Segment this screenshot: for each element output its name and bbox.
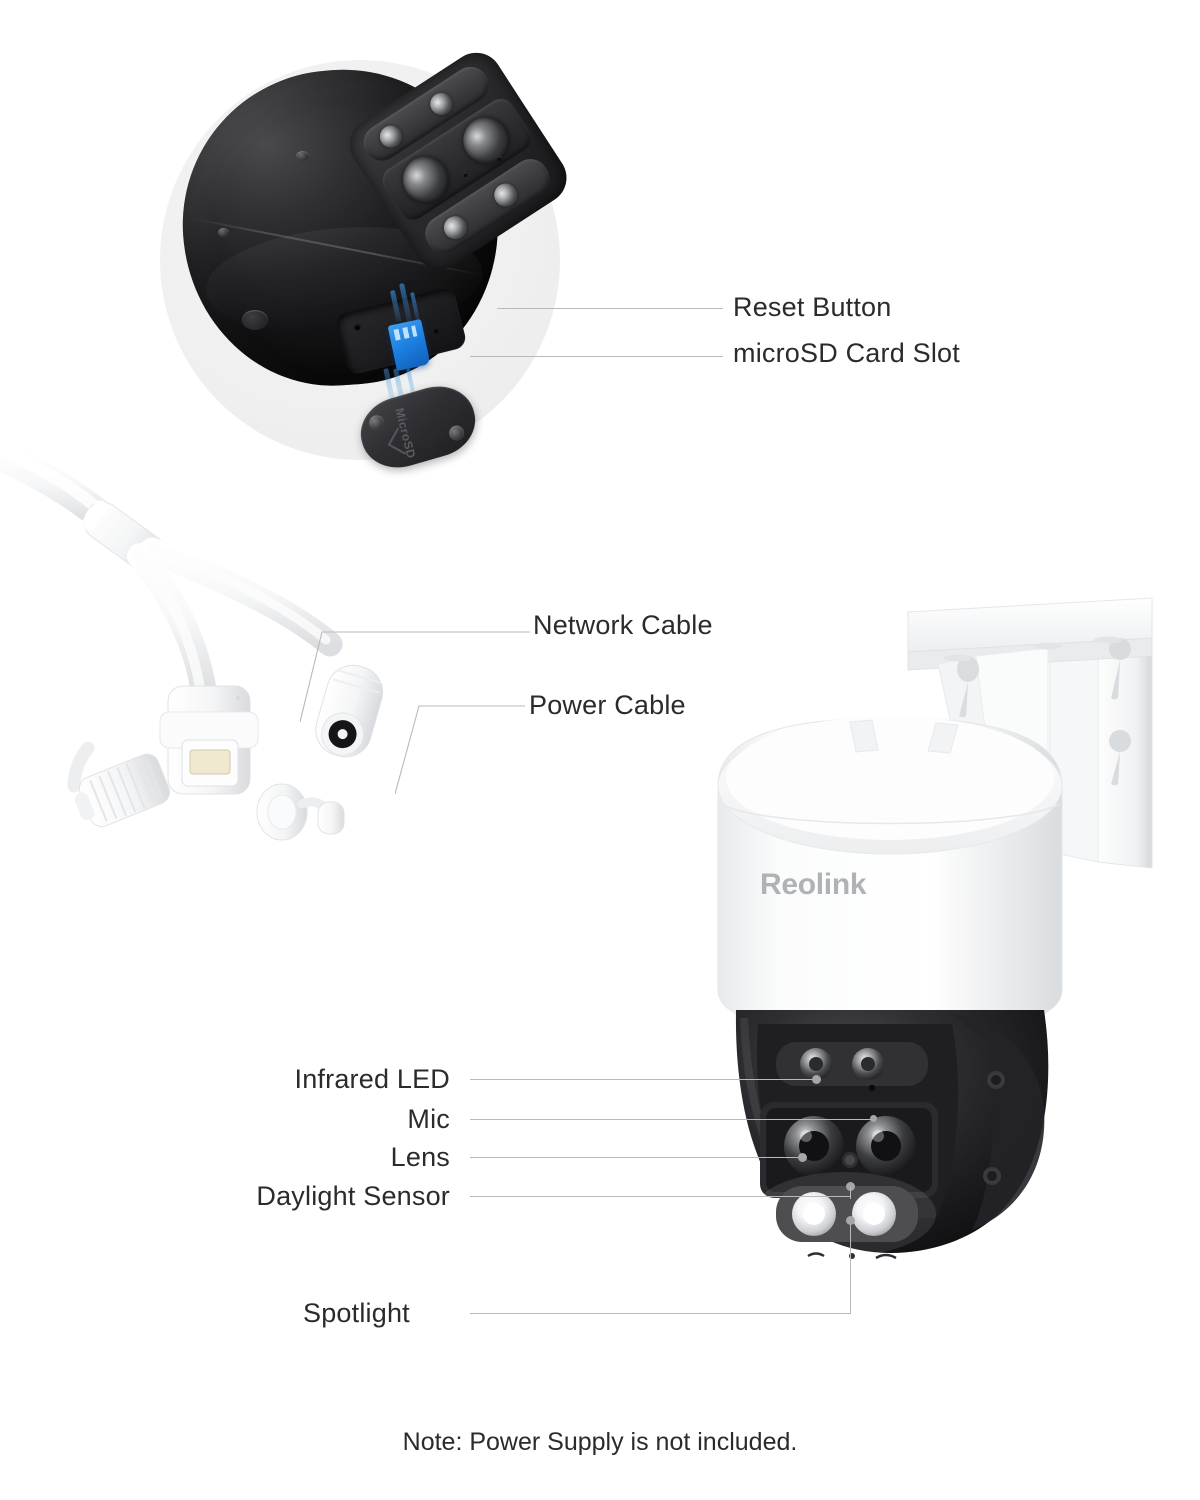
dot-lens	[798, 1153, 807, 1162]
mic-icon	[868, 1084, 876, 1092]
callout-mic: Mic	[407, 1104, 450, 1134]
brand-logo: Reolink	[760, 868, 867, 901]
housing-screw	[218, 228, 229, 237]
camera-svg	[717, 597, 1153, 1260]
leader-lens	[470, 1157, 802, 1158]
leader-spotlight	[470, 1313, 850, 1314]
callout-network-cable: Network Cable	[533, 610, 713, 640]
leader-microsd-slot	[470, 356, 723, 357]
dc-power-connector	[315, 664, 384, 758]
ptz-camera: Reolink	[700, 590, 1170, 1330]
callout-lens: Lens	[390, 1142, 450, 1172]
camera-dome	[735, 1010, 1049, 1260]
leader-infrared-led	[470, 1079, 816, 1080]
leader-power-cable	[395, 705, 525, 795]
callout-daylight-sensor: Daylight Sensor	[256, 1181, 450, 1211]
leader-network-cable	[300, 631, 530, 723]
leader-daylight-sensor	[470, 1196, 850, 1197]
leader-reset-button	[497, 308, 723, 309]
dot-spotlight	[846, 1216, 855, 1225]
callout-spotlight: Spotlight	[303, 1298, 410, 1328]
footer-note: Note: Power Supply is not included.	[402, 1428, 798, 1456]
callout-power-cable: Power Cable	[529, 690, 686, 720]
cable-assembly	[0, 430, 470, 900]
housing-vent	[242, 310, 268, 330]
leader-daylight-sensor-stem	[850, 1187, 851, 1199]
rj45-connector	[159, 685, 259, 795]
reset-button-icon	[352, 322, 362, 332]
dot-infrared-led	[812, 1075, 821, 1084]
leader-spotlight-stem	[850, 1222, 851, 1314]
waterproof-cap	[67, 741, 171, 828]
housing-screw	[296, 151, 309, 161]
mic-icon	[497, 156, 502, 161]
callout-infrared-led: Infrared LED	[294, 1064, 450, 1094]
callout-microsd-card-slot: microSD Card Slot	[733, 338, 960, 368]
cable-svg	[0, 439, 384, 841]
dot-daylight-sensor	[846, 1182, 855, 1191]
camera-body	[717, 716, 1063, 1035]
slot-pinhole	[432, 326, 440, 335]
dot-mic	[870, 1115, 877, 1122]
dc-rubber-plug	[256, 783, 345, 841]
leader-mic	[470, 1119, 874, 1120]
callout-reset-button: Reset Button	[733, 292, 892, 322]
